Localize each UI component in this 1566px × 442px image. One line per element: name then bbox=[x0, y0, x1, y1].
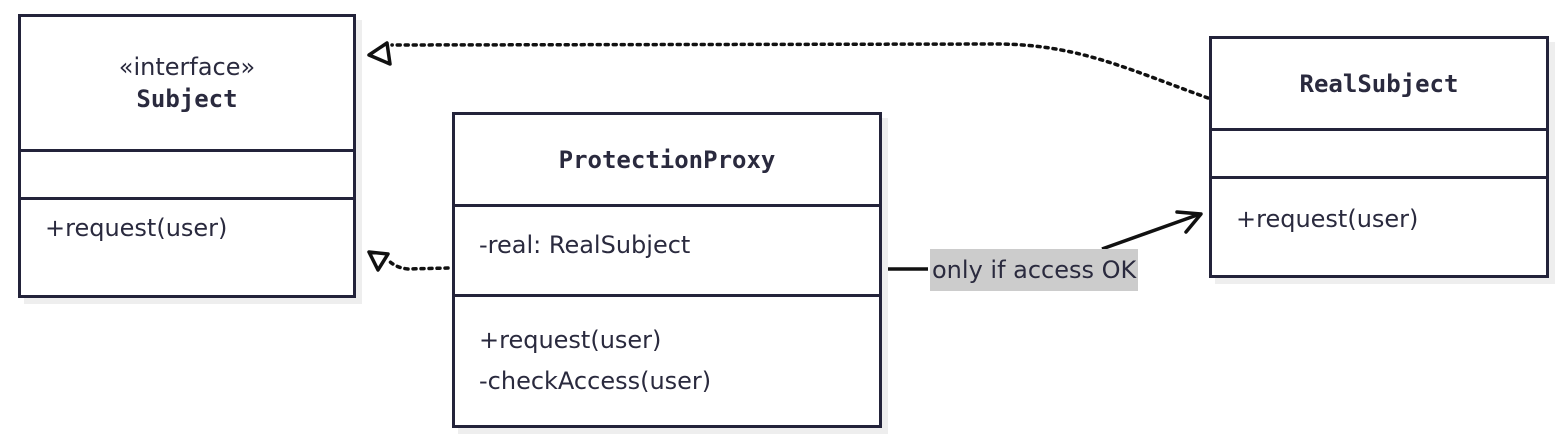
real-subject-operations: +request(user) bbox=[1212, 179, 1546, 275]
subject-header: «interface» Subject bbox=[21, 17, 353, 152]
class-subject[interactable]: «interface» Subject +request(user) bbox=[18, 14, 356, 298]
real-subject-operation: +request(user) bbox=[1236, 205, 1419, 233]
realization-realsubject-to-subject bbox=[390, 42, 1210, 100]
subject-attributes bbox=[21, 152, 353, 200]
subject-operations: +request(user) bbox=[21, 200, 353, 295]
real-subject-header: RealSubject bbox=[1212, 39, 1546, 131]
realization-arrowhead-top bbox=[367, 41, 392, 66]
association-proxy-to-realsubject-upper bbox=[1101, 212, 1201, 251]
subject-name: Subject bbox=[136, 85, 238, 113]
subject-stereotype: «interface» bbox=[118, 53, 256, 81]
protection-proxy-operations: +request(user) -checkAccess(user) bbox=[455, 297, 879, 425]
protection-proxy-operation: -checkAccess(user) bbox=[479, 367, 712, 395]
protection-proxy-name: ProtectionProxy bbox=[558, 145, 776, 174]
protection-proxy-attribute: -real: RealSubject bbox=[479, 231, 691, 259]
protection-proxy-operation: +request(user) bbox=[479, 326, 662, 354]
class-protection-proxy[interactable]: ProtectionProxy -real: RealSubject +requ… bbox=[452, 112, 882, 428]
realization-proxy-to-subject bbox=[386, 258, 450, 271]
association-arrowhead bbox=[1175, 210, 1203, 234]
protection-proxy-header: ProtectionProxy bbox=[455, 115, 879, 207]
protection-proxy-attributes: -real: RealSubject bbox=[455, 207, 879, 297]
real-subject-name: RealSubject bbox=[1299, 69, 1459, 98]
subject-operation: +request(user) bbox=[45, 214, 228, 242]
real-subject-attributes bbox=[1212, 131, 1546, 179]
realization-arrowhead-bottom bbox=[367, 250, 390, 272]
access-condition-label: only if access OK bbox=[930, 249, 1139, 291]
class-real-subject[interactable]: RealSubject +request(user) bbox=[1209, 36, 1549, 278]
